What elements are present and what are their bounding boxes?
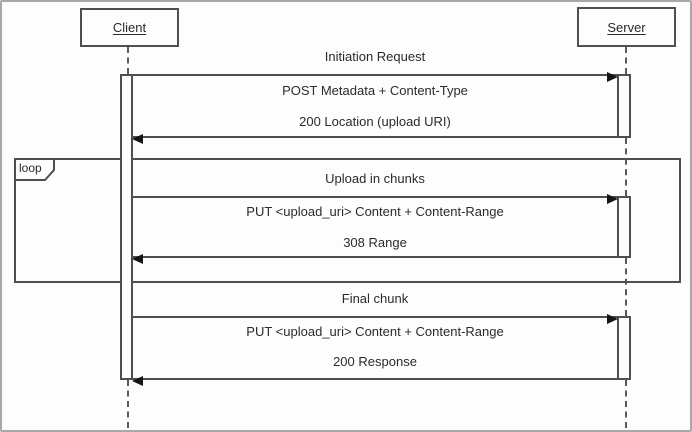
server-lifeline bbox=[625, 47, 627, 74]
arrowhead-right-icon bbox=[607, 72, 618, 82]
request-message-line bbox=[133, 194, 618, 204]
arrowhead-left-icon bbox=[132, 254, 143, 264]
server-lifeline bbox=[625, 380, 627, 428]
response-message-label: 200 Response bbox=[333, 354, 417, 369]
response-message-label: 308 Range bbox=[343, 235, 407, 250]
response-message-line bbox=[132, 376, 617, 386]
request-message-label: POST Metadata + Content-Type bbox=[282, 83, 468, 98]
arrowhead-left-icon bbox=[132, 376, 143, 386]
response-message-line bbox=[132, 254, 617, 264]
request-message-line bbox=[133, 314, 618, 324]
server-lifeline bbox=[625, 138, 627, 196]
message-title: Upload in chunks bbox=[325, 171, 425, 186]
loop-fragment-tag bbox=[14, 158, 55, 181]
actor-server: Server bbox=[577, 7, 676, 47]
client-lifeline bbox=[127, 380, 129, 428]
loop-fragment bbox=[14, 158, 681, 283]
actor-server-label: Server bbox=[607, 19, 646, 35]
arrowhead-left-icon bbox=[132, 134, 143, 144]
actor-client: Client bbox=[80, 8, 179, 47]
request-message-line bbox=[133, 72, 618, 82]
server-activation-bar bbox=[617, 196, 631, 258]
request-message-label: PUT <upload_uri> Content + Content-Range bbox=[246, 324, 504, 339]
response-message-label: 200 Location (upload URI) bbox=[299, 114, 451, 129]
request-message-label: PUT <upload_uri> Content + Content-Range bbox=[246, 204, 504, 219]
arrowhead-right-icon bbox=[607, 314, 618, 324]
server-activation-bar bbox=[617, 316, 631, 380]
server-lifeline bbox=[625, 258, 627, 316]
server-activation-bar bbox=[617, 74, 631, 138]
message-title: Final chunk bbox=[341, 291, 409, 306]
client-activation-bar bbox=[120, 74, 133, 380]
response-message-line bbox=[132, 134, 617, 144]
actor-client-label: Client bbox=[112, 20, 147, 35]
client-lifeline bbox=[127, 47, 129, 74]
arrowhead-right-icon bbox=[607, 194, 618, 204]
loop-fragment-label: loop bbox=[19, 161, 42, 175]
message-title: Initiation Request bbox=[324, 49, 426, 64]
